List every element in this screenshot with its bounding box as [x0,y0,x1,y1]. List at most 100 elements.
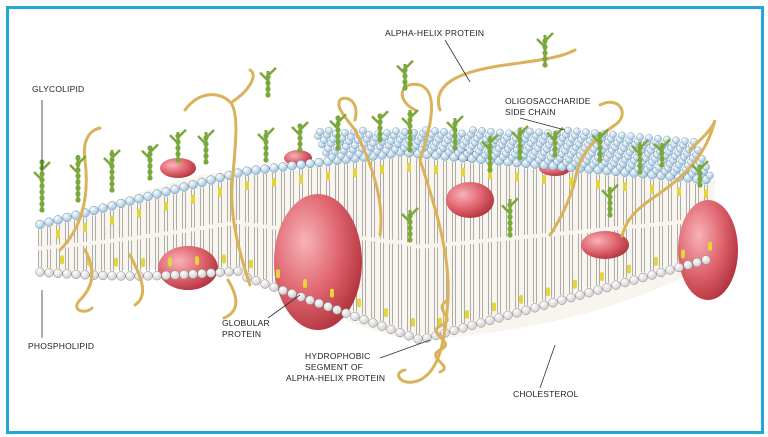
phospholipid-head [72,270,81,279]
phospholipid-head [198,178,207,187]
phospholipid-head [365,131,372,138]
cholesterol [681,249,685,258]
phospholipid-head [63,213,72,222]
cholesterol [191,195,195,204]
cholesterol [222,254,226,263]
phospholipid-head [359,127,366,134]
phospholipid-head [369,318,378,327]
phospholipid-head [234,267,243,276]
phospholipid-head [171,271,180,280]
phospholipid-head [135,194,144,203]
phospholipid-head [573,128,580,135]
phospholipid-head [36,220,45,229]
phospholipid-head [378,322,387,331]
phospholipid-head [81,270,90,279]
phospholipid-head [316,128,323,135]
cholesterol [303,279,307,288]
phospholipid-head [487,128,494,135]
phospholipid-head [702,256,711,265]
cholesterol [353,168,357,177]
cholesterol [465,310,469,319]
phospholipid-head [315,299,324,308]
phospholipid-head [341,129,348,136]
phospholipid-head [45,268,54,277]
cholesterol [114,258,118,267]
oligosaccharide-chain [142,144,158,180]
protein-left-lower [158,246,218,290]
phospholipid-head [618,132,625,139]
label-phospholipid: PHOSPHOLIPID [28,341,94,351]
phospholipid-head [706,172,713,179]
oligosaccharide-chain [292,122,308,153]
phospholipid-head [505,130,512,137]
phospholipid-head [387,325,396,334]
phospholipid-head [261,280,270,289]
cholesterol [708,242,712,251]
phospholipid-head [636,133,643,140]
phospholipid-head [440,128,447,135]
cholesterol [677,187,681,196]
phospholipid-head [459,324,468,333]
cholesterol [515,173,519,182]
phospholipid-head [639,273,648,282]
phospholipid-head [495,313,504,322]
phospholipid-head [306,159,315,168]
oligosaccharide-chain [258,128,274,163]
cholesterol [623,182,627,191]
phospholipid-head [513,308,522,317]
phospholipid-head [630,276,639,285]
phospholipid-head [90,206,99,215]
phospholipid-head [468,321,477,330]
phospholipid-head [36,268,45,277]
label-protein: PROTEIN [222,329,261,339]
phospholipid-head [392,128,399,135]
phospholipid-head [171,185,180,194]
phospholipid-head [234,169,243,178]
phospholipid-head [306,296,315,305]
phospholipid-head [612,281,621,290]
cholesterol [573,280,577,289]
phospholipid-head [153,190,162,199]
phospholipid-head [594,286,603,295]
phospholipid-head [657,268,666,277]
cholesterol [627,265,631,274]
oligosaccharide-chain [397,61,413,91]
oligosaccharide-chain [170,130,186,163]
phospholipid-head [360,315,369,324]
phospholipid-head [648,271,657,280]
cholesterol [272,178,276,187]
phospholipid-head [54,269,63,278]
phospholipid-head [189,180,198,189]
label-globular: GLOBULAR [222,318,270,328]
phospholipid-head [324,302,333,311]
phospholipid-head [558,296,567,305]
phospholipid-head [216,268,225,277]
cholesterol [56,230,60,239]
phospholipid-head [270,283,279,292]
cholesterol [596,180,600,189]
phospholipid-head [351,312,360,321]
phospholipid-head [654,135,661,142]
cholesterol [461,168,465,177]
phospholipid-head [675,263,684,272]
cholesterol [83,223,87,232]
label-oligosaccharide: OLIGOSACCHARIDE [505,96,591,106]
phospholipid-head [54,215,63,224]
label-segment-of: SEGMENT OF [305,362,363,372]
label-alpha-helix-protein-2: ALPHA-HELIX PROTEIN [286,373,385,383]
phospholipid-head [531,303,540,312]
cholesterol [357,298,361,307]
oligosaccharide-chain [70,155,86,203]
cholesterol [654,257,658,266]
phospholipid-head [567,293,576,302]
phospholipid-head [252,166,261,175]
phospholipid-head [288,161,297,170]
phospholipid-head [288,289,297,298]
cholesterol [434,165,438,174]
label-hydrophobic: HYDROPHOBIC [305,351,371,361]
phospholipid-head [609,131,616,138]
phospholipid-head [621,278,630,287]
cholesterol [299,175,303,184]
protein-right-edge [678,200,738,300]
phospholipid-head [477,319,486,328]
